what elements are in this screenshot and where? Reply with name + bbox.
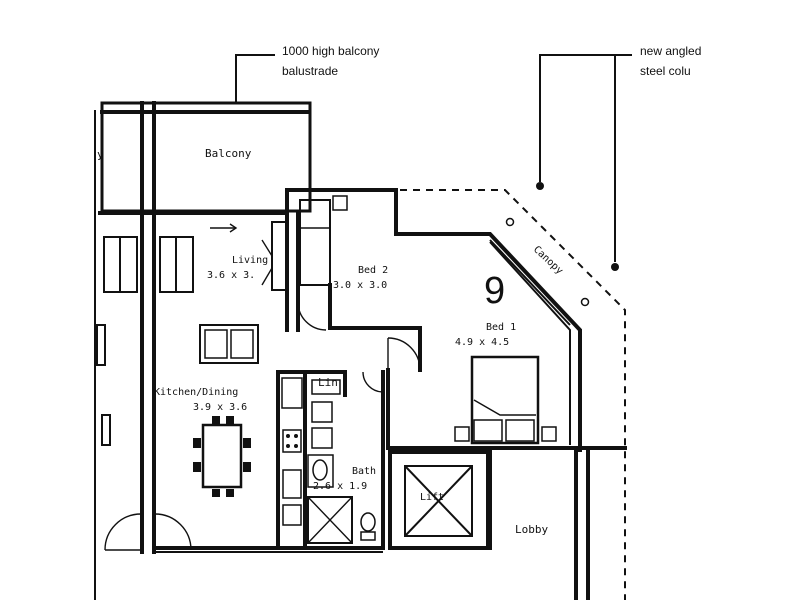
balustrade-leader [235, 54, 275, 103]
label-linen: Lin [318, 376, 338, 389]
label-bed1-size: 4.9 x 4.5 [455, 337, 509, 348]
sofa [199, 324, 259, 364]
columns-note-line1: new angled [640, 44, 701, 58]
double-bed [454, 355, 557, 445]
doors [104, 223, 421, 551]
windows [103, 236, 194, 293]
label-left-cut: y [97, 148, 104, 161]
balustrade-note-line2: balustrade [282, 64, 338, 78]
lift-car [404, 465, 473, 537]
shower [307, 496, 353, 544]
walls [94, 101, 627, 600]
left-cut-fixtures [96, 324, 111, 446]
label-kitchen-size: 3.9 x 3.6 [193, 402, 247, 413]
bed2-wardrobe [299, 195, 348, 286]
kitchen-bench [281, 377, 303, 526]
columns-note-line2: steel colu [640, 64, 691, 78]
label-canopy: Canopy [531, 244, 565, 277]
label-lift: Lift [420, 492, 444, 503]
dining-table [193, 416, 251, 497]
label-lobby: Lobby [515, 523, 548, 536]
columns-leader [536, 54, 632, 271]
unit-number: 9 [484, 270, 505, 312]
label-bed2: Bed 2 [358, 265, 388, 276]
label-bath: Bath [352, 466, 376, 477]
toilet [360, 512, 376, 541]
label-living-size: 3.6 x 3. [207, 270, 255, 281]
balustrade-note-line1: 1000 high balcony [282, 44, 379, 58]
label-bath-size: 2.6 x 1.9 [313, 481, 367, 492]
tv-unit [261, 221, 287, 291]
label-kitchen: Kitchen/Dining [154, 387, 238, 398]
label-balcony: Balcony [205, 147, 252, 160]
canopy-trim [489, 239, 571, 326]
label-living: Living [232, 255, 268, 266]
label-bed1: Bed 1 [486, 322, 516, 333]
laundry-fittings [307, 379, 341, 488]
canopy-outline [400, 189, 626, 600]
label-bed2-size: 3.0 x 3.0 [333, 280, 387, 291]
